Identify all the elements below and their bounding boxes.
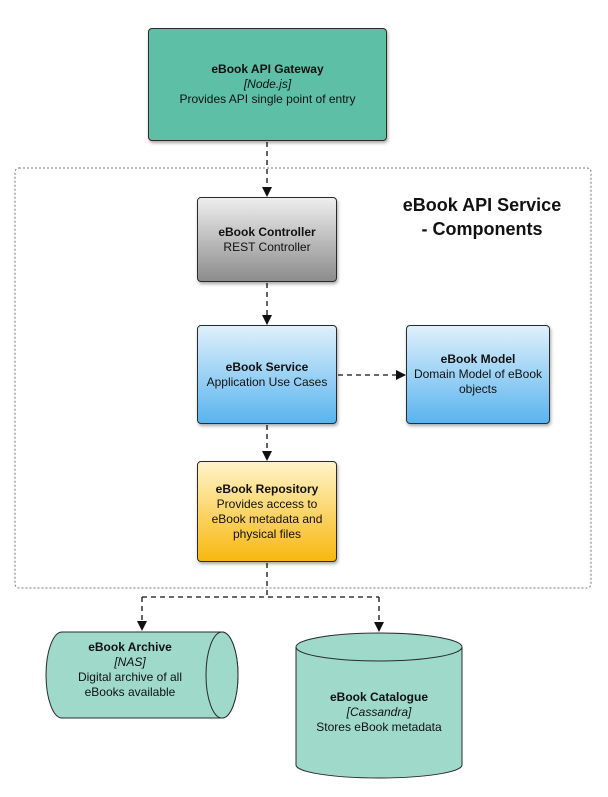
archive-label: eBook Archive [NAS] Digital archive of a… — [60, 640, 200, 700]
repository-title: eBook Repository — [215, 481, 319, 496]
catalogue-title: eBook Catalogue — [329, 690, 428, 704]
gateway-desc: Provides API single point of entry — [179, 92, 356, 106]
repository-box: eBook Repository Provides access to eBoo… — [197, 461, 337, 562]
model-title: eBook Model — [440, 352, 516, 366]
catalogue-desc: Stores eBook metadata — [316, 720, 442, 734]
catalogue-tech: [Cassandra] — [346, 705, 412, 719]
controller-title: eBook Controller — [218, 224, 316, 239]
catalogue-label: eBook Catalogue [Cassandra] Stores eBook… — [296, 690, 462, 735]
repository-desc-line3: physical files — [232, 526, 302, 541]
archive-title: eBook Archive — [88, 640, 172, 654]
gateway-tech: [Node.js] — [243, 77, 292, 91]
controller-desc: REST Controller — [223, 239, 311, 254]
repository-to-storage-connector — [142, 563, 379, 598]
archive-tech: [NAS] — [114, 655, 146, 669]
model-desc-line1: Domain Model of eBook — [413, 367, 543, 381]
service-desc: Application Use Cases — [206, 374, 328, 389]
boundary-title: eBook API Service - Components — [392, 193, 572, 241]
controller-box: eBook Controller REST Controller — [197, 197, 337, 282]
archive-desc-line1: Digital archive of all — [77, 670, 183, 684]
model-box: eBook Model Domain Model of eBook object… — [406, 325, 550, 424]
gateway-title: eBook API Gateway — [211, 62, 324, 76]
model-desc-line2: objects — [458, 382, 498, 396]
archive-desc-line2: eBooks available — [84, 685, 176, 699]
api-gateway-box: eBook API Gateway [Node.js] Provides API… — [148, 28, 387, 141]
service-box: eBook Service Application Use Cases — [197, 325, 337, 424]
repository-desc-line2: eBook metadata and — [211, 511, 323, 526]
boundary-title-line1: eBook API Service — [402, 195, 562, 215]
repository-desc-line1: Provides access to — [216, 496, 318, 511]
boundary-title-line2: - Components — [421, 219, 543, 239]
service-title: eBook Service — [225, 359, 309, 374]
